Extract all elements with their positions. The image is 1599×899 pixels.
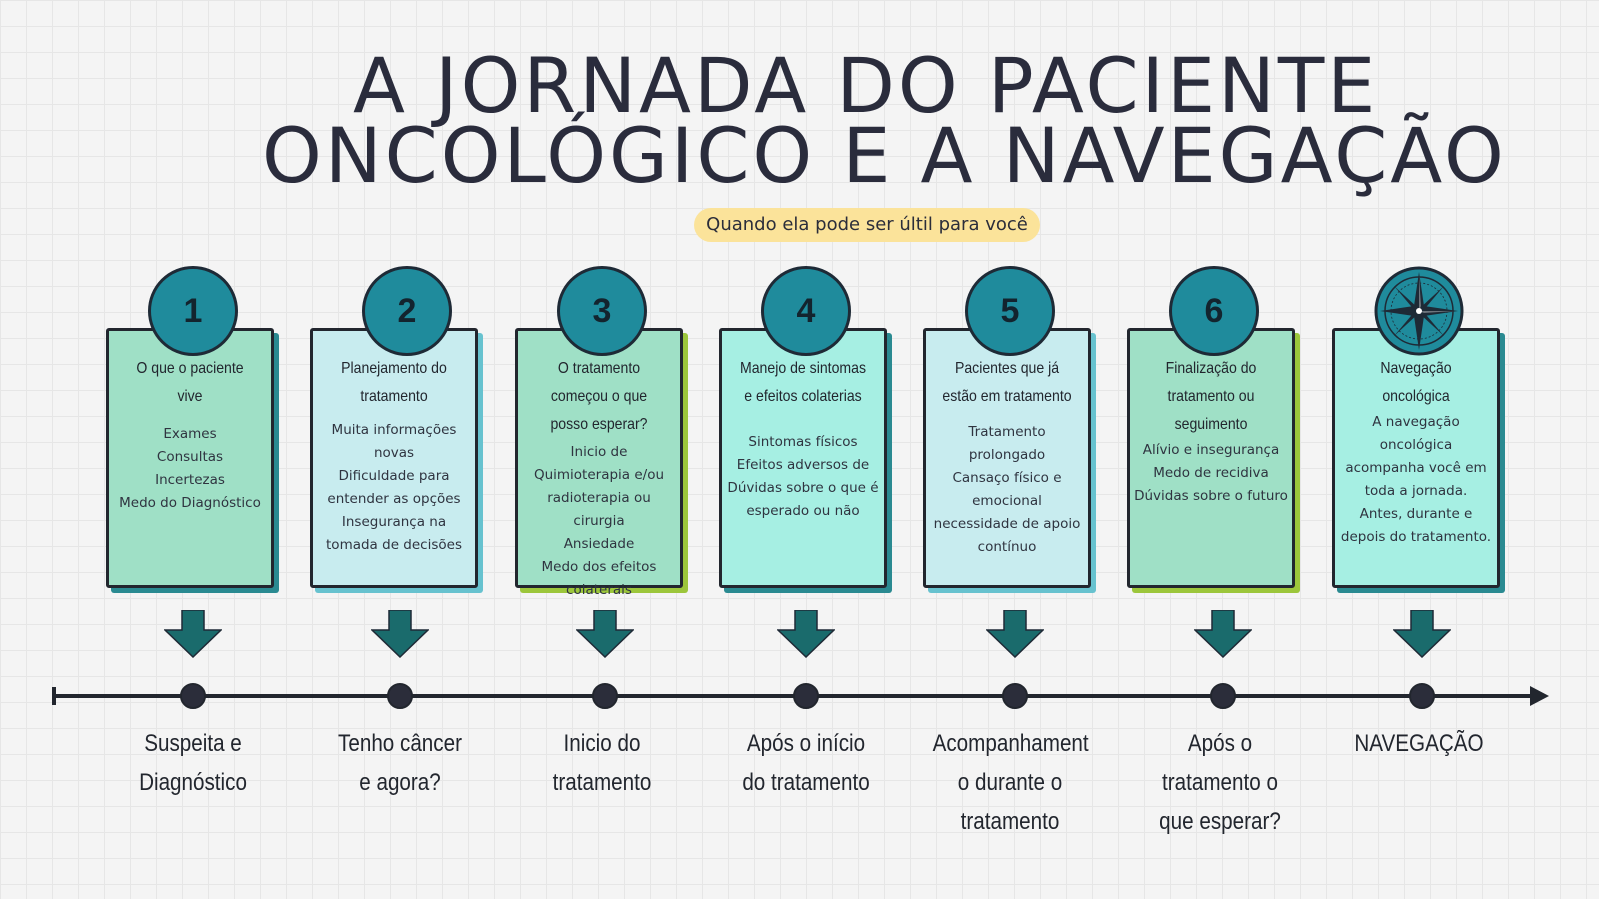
timeline-dot-2 xyxy=(387,683,413,709)
stage-card-body: Muita informações novas Dificuldade para… xyxy=(326,422,462,553)
stage-badge-1: 1 xyxy=(148,266,238,356)
timeline-dot-7 xyxy=(1409,683,1435,709)
stage-label-3: Inicio do tratamento xyxy=(552,730,652,796)
stage-card-4: Manejo de sintomas e efeitos colaterias … xyxy=(719,328,887,588)
subtitle-pill: Quando ela pode ser últil para você xyxy=(694,208,1040,242)
down-arrow-icon xyxy=(1393,610,1451,658)
down-arrow-icon xyxy=(576,610,634,658)
stage-badge-4: 4 xyxy=(761,266,851,356)
stage-card-3: O tratamento começou o que posso esperar… xyxy=(515,328,683,598)
down-arrow-icon xyxy=(777,610,835,658)
stage-label-2: Tenho câncer e agora? xyxy=(338,730,462,796)
stage-label-5: Acompanhament o durante o tratamento xyxy=(932,730,1089,835)
timeline-dot-6 xyxy=(1210,683,1236,709)
stage-card-6: Finalização do tratamento ou seguimento … xyxy=(1127,328,1295,588)
timeline-dot-5 xyxy=(1002,683,1028,709)
down-arrow-icon xyxy=(164,610,222,658)
stage-card-5: Pacientes que já estão em tratamento Tra… xyxy=(923,328,1091,588)
stage-card-2: Planejamento do tratamento Muita informa… xyxy=(310,328,478,588)
compass-rose-icon xyxy=(1374,266,1464,356)
stage-card-heading: O que o paciente vive xyxy=(136,360,244,405)
down-arrow-icon xyxy=(986,610,1044,658)
stage-card-heading: O tratamento começou o que posso esperar… xyxy=(550,360,648,433)
stage-card-body: Inicio de Quimioterapia e/ou radioterapi… xyxy=(533,444,665,598)
stage-card-body: Sintomas físicos Efeitos adversos de Dúv… xyxy=(727,434,879,519)
stage-card-heading: Navegação oncológica xyxy=(1380,360,1452,405)
stage-label-4: Após o início do tratamento xyxy=(742,730,870,796)
page-title-line-2: ONCOLÓGICO E A NAVEGAÇÃO xyxy=(262,111,1507,200)
stage-card-heading: Planejamento do tratamento xyxy=(341,360,447,405)
stage-badge-6: 6 xyxy=(1169,266,1259,356)
timeline-end-arrowhead xyxy=(1530,686,1549,706)
stage-card-heading: Finalização do tratamento ou seguimento xyxy=(1165,360,1257,433)
stage-badge-3: 3 xyxy=(557,266,647,356)
stage-badge-5: 5 xyxy=(965,266,1055,356)
stage-card-heading: Manejo de sintomas e efeitos colaterias xyxy=(739,360,867,405)
stage-card-heading: Pacientes que já estão em tratamento xyxy=(942,360,1072,405)
stage-card-body: Alívio e insegurança Medo de recidiva Dú… xyxy=(1134,442,1288,504)
down-arrow-icon xyxy=(1194,610,1252,658)
stage-card-body: A navegação oncológica acompanha você em… xyxy=(1340,414,1492,545)
page-title-line-1: A JORNADA DO PACIENTE xyxy=(353,41,1379,130)
stage-label-7: NAVEGAÇÃO xyxy=(1354,730,1484,757)
timeline-dot-3 xyxy=(592,683,618,709)
stage-label-1: Suspeita e Diagnóstico xyxy=(139,730,247,796)
timeline-dot-1 xyxy=(180,683,206,709)
stage-card-body: Exames Consultas Incertezas Medo do Diag… xyxy=(119,426,261,511)
down-arrow-icon xyxy=(371,610,429,658)
stage-card-1: O que o paciente vive Exames Consultas I… xyxy=(106,328,274,588)
stage-card-7: Navegação oncológica A navegação oncológ… xyxy=(1332,328,1500,588)
timeline-dot-4 xyxy=(793,683,819,709)
stage-badge-2: 2 xyxy=(362,266,452,356)
stage-label-6: Após o tratamento o que esperar? xyxy=(1159,730,1281,835)
stage-card-body: Tratamento prolongado Cansaço físico e e… xyxy=(933,424,1081,555)
